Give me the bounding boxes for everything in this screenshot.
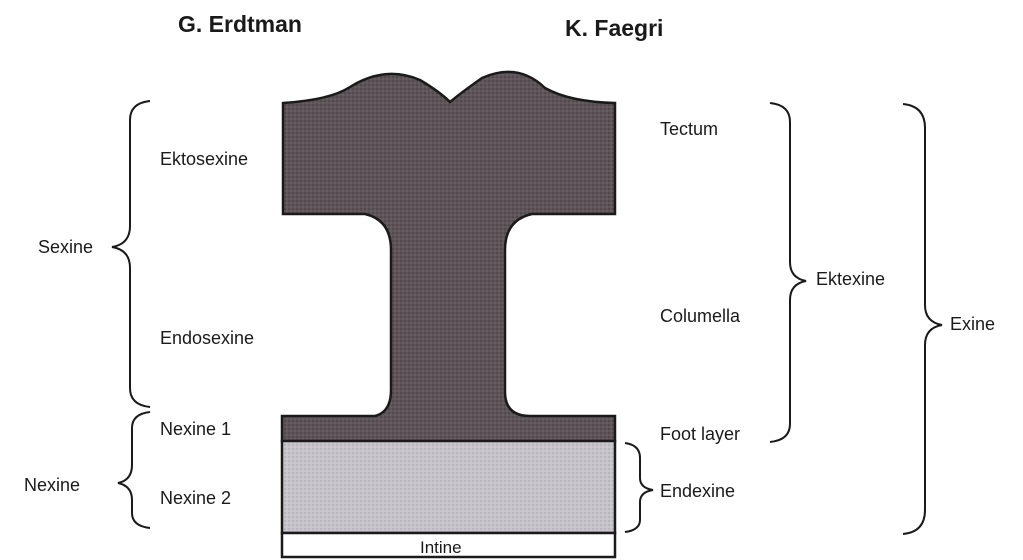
label-ektosexine: Ektosexine	[160, 150, 248, 168]
ektexine-brace	[770, 103, 806, 442]
label-endexine: Endexine	[660, 482, 735, 500]
label-foot-layer: Foot layer	[660, 425, 740, 443]
label-endosexine: Endosexine	[160, 329, 254, 347]
label-nexine: Nexine	[24, 476, 80, 494]
header-erdtman: G. Erdtman	[178, 13, 302, 36]
nexine-brace	[118, 412, 150, 528]
label-columella: Columella	[660, 307, 740, 325]
label-sexine: Sexine	[38, 238, 93, 256]
label-exine: Exine	[950, 315, 995, 333]
sexine-brace	[112, 101, 150, 407]
label-nexine-2: Nexine 2	[160, 489, 231, 507]
label-nexine-1: Nexine 1	[160, 420, 231, 438]
label-intine: Intine	[420, 539, 462, 556]
label-ektexine: Ektexine	[816, 270, 885, 288]
endexine-layer	[282, 441, 615, 533]
header-faegri: K. Faegri	[565, 17, 663, 40]
label-tectum: Tectum	[660, 120, 718, 138]
ektexine-shape	[282, 72, 615, 441]
exine-brace	[903, 104, 942, 534]
endexine-brace	[625, 443, 653, 532]
